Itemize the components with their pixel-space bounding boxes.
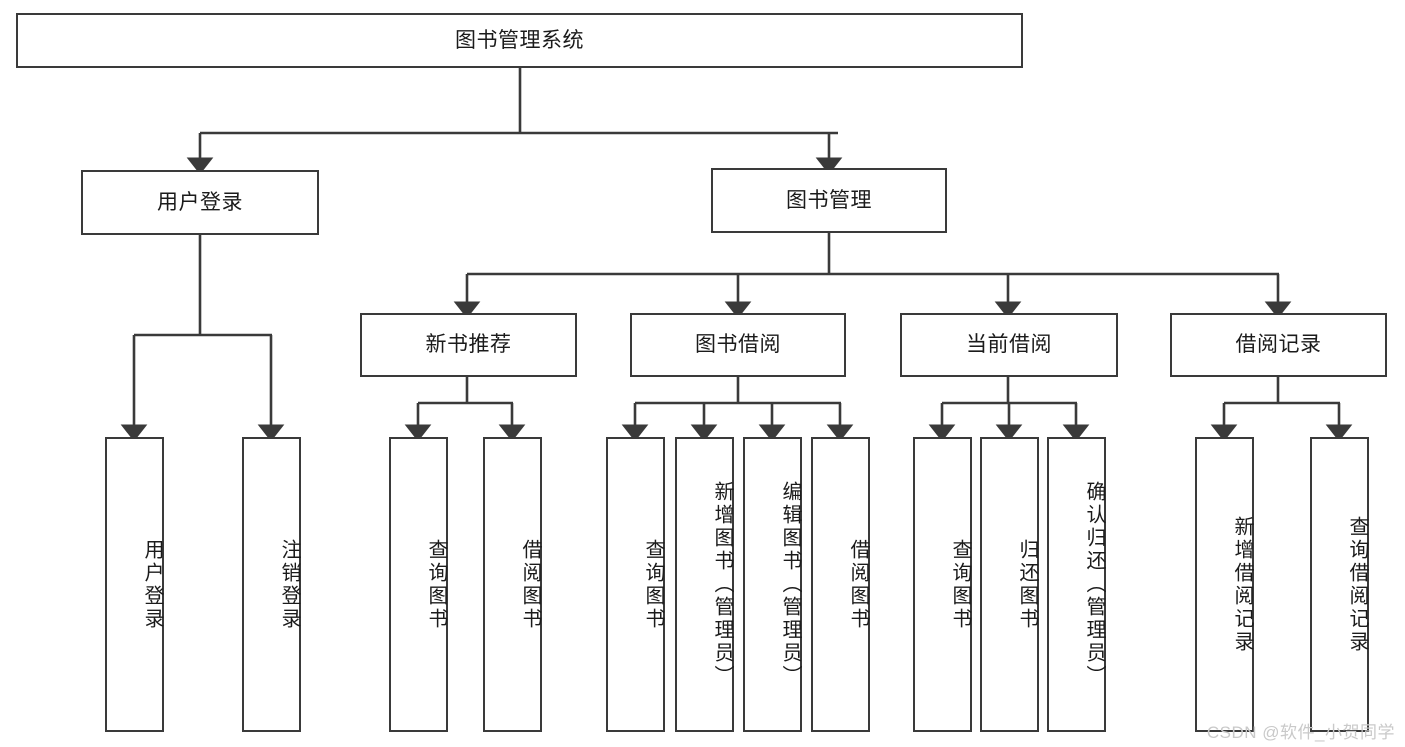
node-leaf-query-record-label: 查询借阅记录 (1346, 515, 1368, 654)
node-leaf-query-book-1-label: 查询图书 (425, 538, 447, 631)
node-leaf-query-book-1[interactable]: 查询图书 (389, 437, 448, 732)
node-user-login-label: 用户登录 (157, 190, 243, 214)
node-leaf-user-logout-label: 注销登录 (278, 538, 300, 631)
node-leaf-query-book-3[interactable]: 查询图书 (913, 437, 972, 732)
node-leaf-return-book-label: 归还图书 (1016, 538, 1038, 631)
node-leaf-confirm-return-label: 确认归还（管理员） (1083, 481, 1105, 688)
node-root-system[interactable]: 图书管理系统 (16, 13, 1023, 68)
node-leaf-query-book-2-label: 查询图书 (642, 538, 664, 631)
node-user-login[interactable]: 用户登录 (81, 170, 319, 235)
node-leaf-borrow-book-2[interactable]: 借阅图书 (811, 437, 870, 732)
node-borrow-record[interactable]: 借阅记录 (1170, 313, 1387, 377)
node-leaf-return-book[interactable]: 归还图书 (980, 437, 1039, 732)
node-leaf-add-book[interactable]: 新增图书（管理员） (675, 437, 734, 732)
node-leaf-query-record[interactable]: 查询借阅记录 (1310, 437, 1369, 732)
node-leaf-query-book-2[interactable]: 查询图书 (606, 437, 665, 732)
node-book-borrow[interactable]: 图书借阅 (630, 313, 846, 377)
csdn-watermark: CSDN @软件_小贺同学 (1206, 723, 1395, 742)
node-root-system-label: 图书管理系统 (455, 28, 584, 52)
node-leaf-borrow-book-1-label: 借阅图书 (519, 538, 541, 631)
node-leaf-add-book-label: 新增图书（管理员） (711, 481, 733, 688)
node-leaf-add-record[interactable]: 新增借阅记录 (1195, 437, 1254, 732)
node-leaf-query-book-3-label: 查询图书 (949, 538, 971, 631)
node-current-borrow-label: 当前借阅 (966, 333, 1052, 357)
node-leaf-user-login-label: 用户登录 (141, 538, 163, 631)
node-new-book-rec[interactable]: 新书推荐 (360, 313, 577, 377)
node-leaf-add-record-label: 新增借阅记录 (1231, 515, 1253, 654)
node-new-book-rec-label: 新书推荐 (425, 333, 512, 357)
node-leaf-user-login[interactable]: 用户登录 (105, 437, 164, 732)
node-borrow-record-label: 借阅记录 (1235, 333, 1322, 357)
node-leaf-edit-book[interactable]: 编辑图书（管理员） (743, 437, 802, 732)
node-leaf-borrow-book-2-label: 借阅图书 (847, 538, 869, 631)
node-leaf-borrow-book-1[interactable]: 借阅图书 (483, 437, 542, 732)
node-book-manage[interactable]: 图书管理 (711, 168, 947, 233)
node-current-borrow[interactable]: 当前借阅 (900, 313, 1118, 377)
node-book-manage-label: 图书管理 (786, 188, 872, 212)
node-leaf-edit-book-label: 编辑图书（管理员） (779, 481, 801, 688)
node-leaf-user-logout[interactable]: 注销登录 (242, 437, 301, 732)
node-leaf-confirm-return[interactable]: 确认归还（管理员） (1047, 437, 1106, 732)
node-book-borrow-label: 图书借阅 (695, 333, 781, 357)
